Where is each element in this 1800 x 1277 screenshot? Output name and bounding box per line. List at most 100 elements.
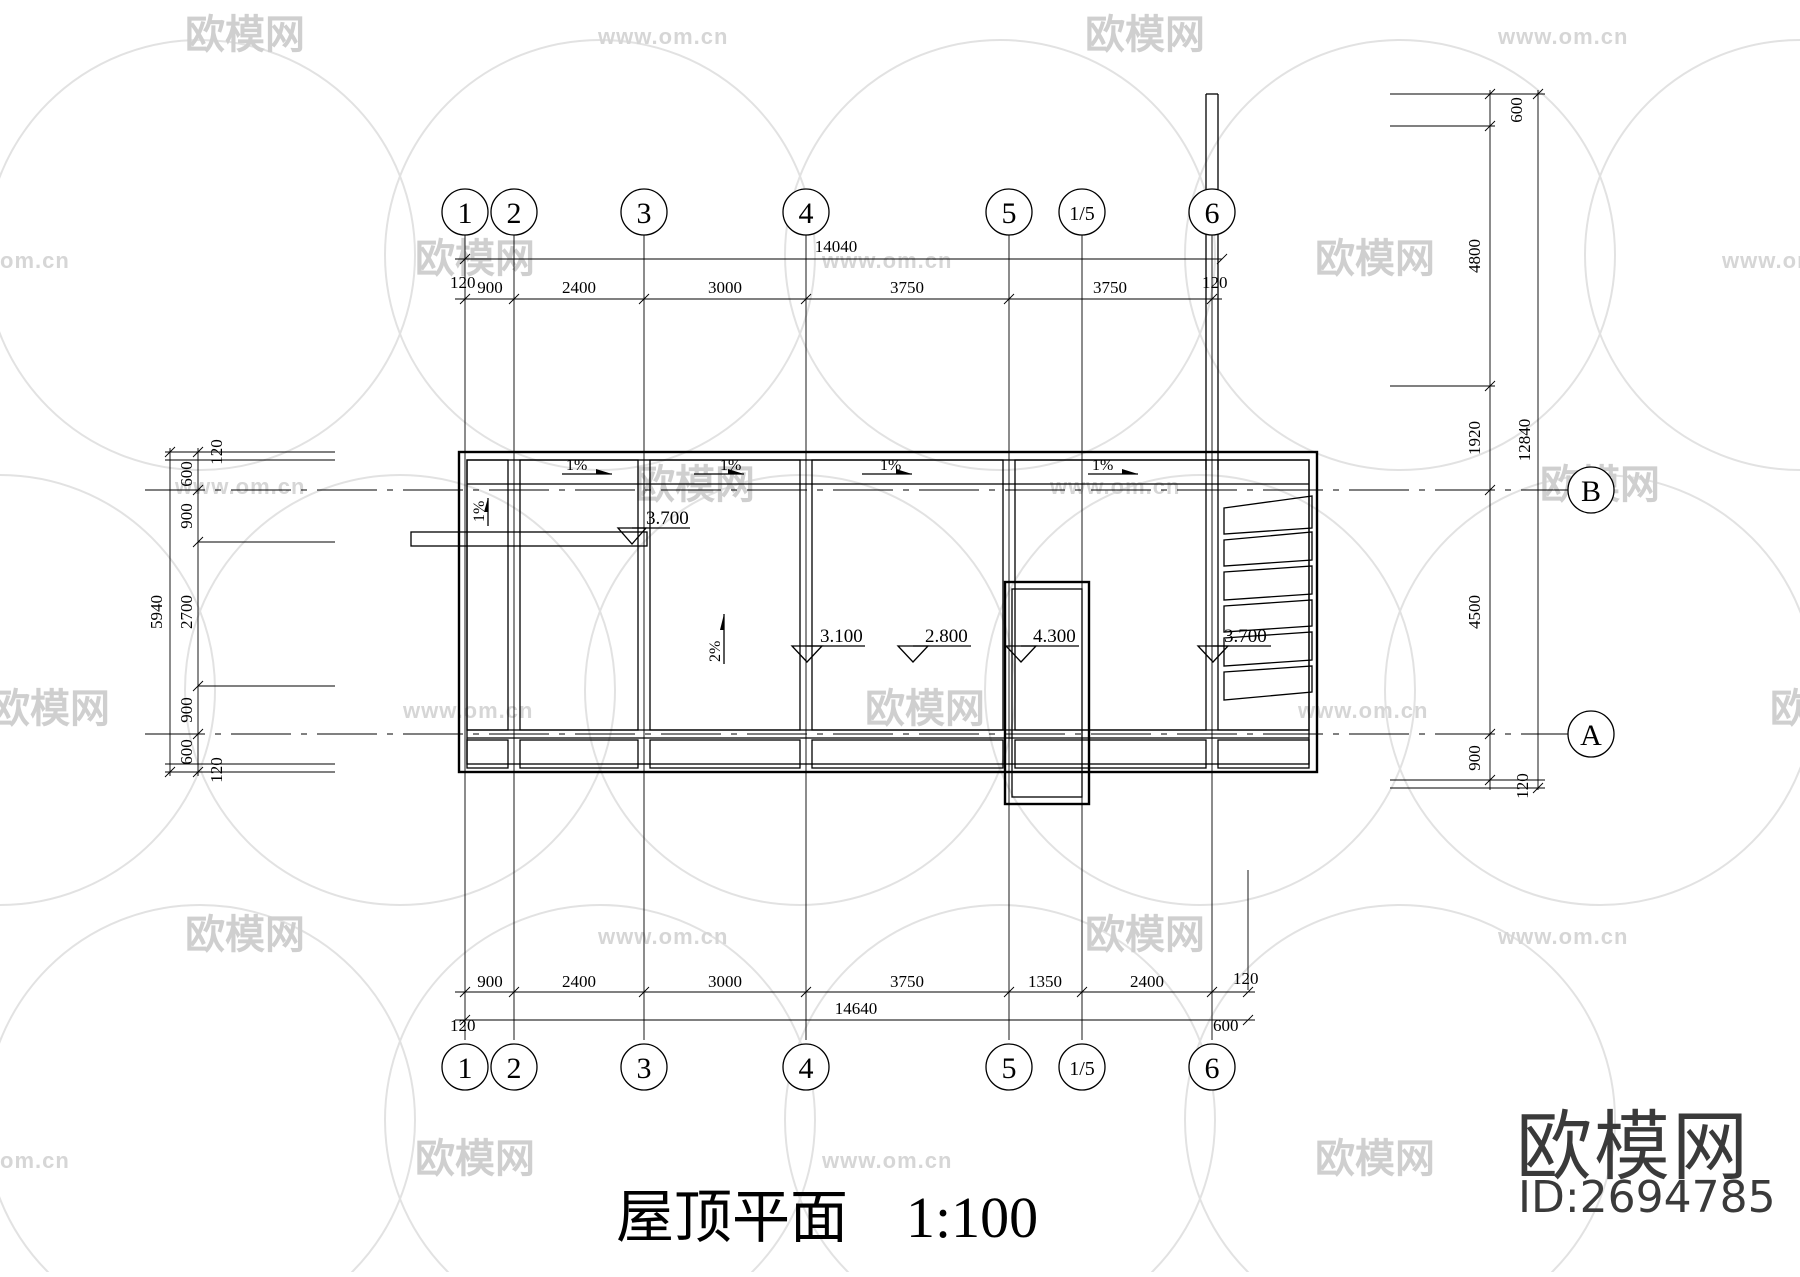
axis-bubble: 1/5 xyxy=(1058,1043,1106,1091)
dim-segment: 3750 xyxy=(890,972,924,991)
svg-text:1/5: 1/5 xyxy=(1069,203,1095,225)
svg-text:3.700: 3.700 xyxy=(1224,626,1267,647)
dim-segment: 120 xyxy=(207,439,226,465)
svg-text:3.700: 3.700 xyxy=(646,508,689,529)
slope-arrow: 1% xyxy=(694,457,744,475)
watermark-url: www.om.cn xyxy=(1497,24,1628,49)
watermark-brand: 欧模网 xyxy=(635,463,755,507)
svg-text:4.300: 4.300 xyxy=(1033,626,1076,647)
axis-bubble: 6 xyxy=(1188,1043,1236,1091)
axis-bubble: 1 xyxy=(441,1043,489,1091)
svg-text:2: 2 xyxy=(507,197,522,230)
dim-segment: 2400 xyxy=(562,972,596,991)
drawing-scale: 1:100 xyxy=(906,1185,1039,1250)
drawing-title: 屋顶平面 1:100 xyxy=(616,1170,1038,1254)
watermark-url: www.om.cn xyxy=(821,248,952,273)
level-marker: 3.700 xyxy=(1196,626,1271,663)
svg-text:4: 4 xyxy=(799,1052,814,1085)
watermark-url: om.cn xyxy=(0,1148,70,1173)
svg-text:1%: 1% xyxy=(566,457,587,474)
dim-segment: 3000 xyxy=(708,278,742,297)
roof-outline xyxy=(410,450,1319,806)
dim-offset: 120 xyxy=(1233,969,1259,988)
dim-segment: 3750 xyxy=(890,278,924,297)
watermark-url: www.om.cn xyxy=(597,24,728,49)
watermark-url: www.om.cn xyxy=(821,1148,952,1173)
dim-offset: 120 xyxy=(450,273,476,292)
watermark-url: www.om.cn xyxy=(1721,248,1800,273)
watermark-url: www.om.cn xyxy=(597,924,728,949)
left-dimensions: 5940 120 600 900 2700 900 600 120 xyxy=(147,439,335,783)
axis-bubble: 6 xyxy=(1188,188,1236,236)
watermark-brand: 欧模网 xyxy=(1085,913,1205,957)
dim-offset: 120 xyxy=(450,1016,476,1035)
row-bubbles: B A xyxy=(1567,466,1615,758)
watermark-url: www.om.cn xyxy=(1049,474,1180,499)
dim-segment: 2700 xyxy=(177,595,196,629)
axis-bubble: 1/5 xyxy=(1058,188,1106,236)
dim-total: 5940 xyxy=(147,595,166,629)
svg-text:5: 5 xyxy=(1002,1052,1017,1085)
axis-bubble: 2 xyxy=(490,1043,538,1091)
top-dimensions: 14040 120 120 900 2400 3000 3750 3750 xyxy=(450,237,1228,305)
level-markers: 3.700 3.100 2.800 4.300 3.700 xyxy=(616,508,1271,663)
svg-text:1%: 1% xyxy=(720,457,741,474)
axis-bubble: 3 xyxy=(620,188,668,236)
svg-text:6: 6 xyxy=(1205,1052,1220,1085)
watermark-brand: 欧模网 xyxy=(1085,13,1205,57)
dim-segment: 2400 xyxy=(562,278,596,297)
slope-arrows: 1% 1% 1% 1% 1% 2% xyxy=(471,457,1138,664)
svg-text:1%: 1% xyxy=(880,457,901,474)
watermark-url: www.om.cn xyxy=(1497,924,1628,949)
dim-segment: 3000 xyxy=(708,972,742,991)
axis-bubbles-bottom: 1 2 3 4 5 1/5 6 xyxy=(441,1043,1236,1091)
axis-bubbles-top: 1 2 3 4 5 1/5 6 xyxy=(441,188,1236,236)
watermark-brand: 欧模网 xyxy=(185,13,305,57)
dim-segment: 4800 xyxy=(1465,239,1484,273)
watermark-brand: 欧模网 xyxy=(415,1137,535,1181)
svg-text:1: 1 xyxy=(458,197,473,230)
dim-segment: 4500 xyxy=(1465,595,1484,629)
dim-segment: 600 xyxy=(177,461,196,487)
dim-segment: 600 xyxy=(177,739,196,765)
watermark-logo: 欧模网 xyxy=(1516,1102,1750,1191)
slope-arrow: 1% xyxy=(471,498,489,526)
watermark-id: ID:2694785 xyxy=(1518,1172,1776,1223)
svg-text:3: 3 xyxy=(637,1052,652,1085)
row-bubble-b: B xyxy=(1567,466,1615,514)
svg-text:2%: 2% xyxy=(707,641,724,662)
dim-segment: 900 xyxy=(477,972,503,991)
dim-total: 14040 xyxy=(815,237,858,256)
drawing-title-text: 屋顶平面 xyxy=(616,1185,849,1250)
svg-text:A: A xyxy=(1580,719,1602,752)
watermark-url: www.om.cn xyxy=(174,474,305,499)
svg-text:3.100: 3.100 xyxy=(820,626,863,647)
svg-text:6: 6 xyxy=(1205,197,1220,230)
watermark-brand: 欧模网 xyxy=(865,687,985,731)
svg-text:1%: 1% xyxy=(471,501,488,522)
svg-text:2.800: 2.800 xyxy=(925,626,968,647)
axis-bubble: 5 xyxy=(985,188,1033,236)
axis-bubble: 5 xyxy=(985,1043,1033,1091)
axis-bubble: 3 xyxy=(620,1043,668,1091)
level-marker: 2.800 xyxy=(896,626,971,663)
watermark-brand: 欧模网 xyxy=(1315,237,1435,281)
slope-arrow: 2% xyxy=(707,614,725,664)
dim-segment: 600 xyxy=(1507,97,1526,123)
slope-arrow: 1% xyxy=(1088,457,1138,475)
watermark-brand: 欧模网 xyxy=(1315,1137,1435,1181)
axis-bubble: 1 xyxy=(441,188,489,236)
dim-segment: 120 xyxy=(1513,773,1532,799)
svg-text:B: B xyxy=(1581,475,1601,508)
watermark-url: om.cn xyxy=(0,248,70,273)
dim-segment: 900 xyxy=(177,697,196,723)
level-marker: 3.700 xyxy=(616,508,690,545)
level-marker: 3.100 xyxy=(790,626,865,663)
dim-total: 14640 xyxy=(835,999,878,1018)
row-bubble-a: A xyxy=(1567,710,1615,758)
svg-text:5: 5 xyxy=(1002,197,1017,230)
watermark-layer: 欧模网 欧模网 欧模网 欧模网 欧模网 欧模网 欧模网 欧模网 欧模网 欧模网 … xyxy=(0,13,1800,1277)
watermark-brand: 欧模网 xyxy=(185,913,305,957)
horizontal-axis-lines xyxy=(145,489,1575,735)
